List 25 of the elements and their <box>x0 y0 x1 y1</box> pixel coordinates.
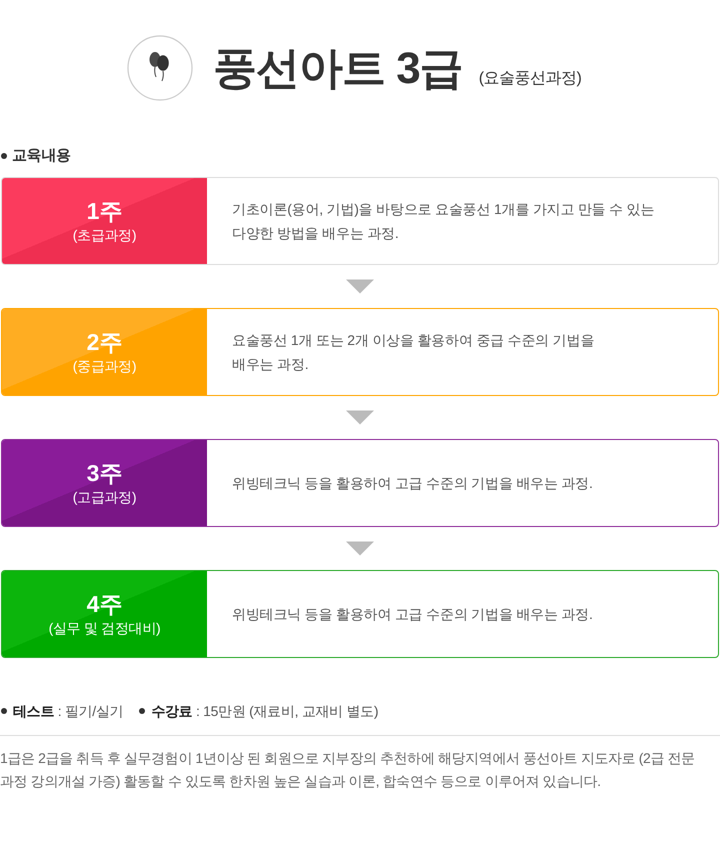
step-subtitle: (초급과정) <box>72 226 136 245</box>
step-description: 위빙테크닉 등을 활용하여 고급 수준의 기법을 배우는 과정. <box>232 605 593 624</box>
arrow <box>346 280 374 294</box>
note-paragraph: 1급은 2급을 취득 후 실무경험이 1년이상 된 회원으로 지부장의 추천하에 해당지역에서 풍선아트 지도자로 (2급 전문 과정 강의개설 가증) 활동할 수 있도록 한차원 높은 실습과 이론, 합숙연수 등으로 이루어져 있습니다. <box>0 749 696 791</box>
step-description: 기초이론(용어, 기법)을 바탕으로 요술풍선 1개를 가지고 만들 수 있는 다양한 방법을 배우는 과정. <box>232 200 656 243</box>
step-subtitle: (고급과정) <box>72 488 136 507</box>
step-subtitle: (실무 및 검정대비) <box>48 619 160 638</box>
arrow <box>346 542 374 556</box>
step-description: 요술풍선 1개 또는 2개 이상을 활용하여 중급 수준의 기법을 배우는 과정. <box>232 331 596 374</box>
step-title: 3주 <box>86 459 122 487</box>
step-card <box>1 177 719 265</box>
step-card <box>1 308 719 396</box>
info-text: 테스트 : 필기/실기 <box>13 702 124 721</box>
step-card <box>1 439 719 527</box>
title: 풍선아트 3급 <box>213 43 463 95</box>
step-title: 4주 <box>86 590 122 618</box>
info-text: 수강료 : 15만원 (재료비, 교재비 별도) <box>151 702 378 721</box>
step-card <box>1 570 719 658</box>
section-heading: 교육내용 <box>12 146 71 166</box>
subtitle: (요술풍선과정) <box>478 69 582 89</box>
arrow <box>346 410 374 424</box>
step-subtitle: (중급과정) <box>72 357 136 376</box>
step-title: 2주 <box>86 328 122 356</box>
step-description: 위빙테크닉 등을 활용하여 고급 수준의 기법을 배우는 과정. <box>232 474 593 493</box>
step-title: 1주 <box>86 197 122 225</box>
